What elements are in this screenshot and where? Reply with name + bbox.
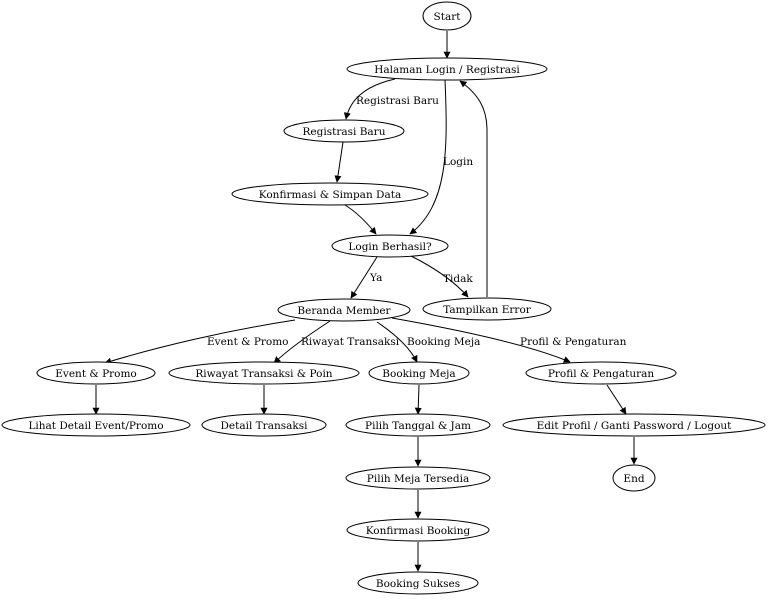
edge-label-tx-history: Riwayat Transaksi — [301, 336, 400, 348]
node-pick-table: Pilih Meja Tersedia — [345, 466, 491, 490]
node-start: Start — [422, 1, 472, 31]
node-login-page: Halaman Login / Registrasi — [346, 57, 548, 81]
edge-label-booking: Booking Meja — [407, 336, 480, 348]
edge-member-home-to-tx-history — [273, 320, 331, 364]
node-booking: Booking Meja — [368, 361, 470, 385]
node-pick-datetime: Pilih Tanggal & Jam — [345, 413, 491, 437]
node-booking-label: Booking Meja — [382, 368, 455, 380]
edge-login-ok-to-show-error — [410, 255, 469, 298]
edge-login-ok-to-member-home — [350, 256, 378, 299]
node-confirm-booking: Konfirmasi Booking — [346, 518, 490, 542]
node-confirm-save-label: Konfirmasi & Simpan Data — [259, 189, 401, 201]
node-tx-history-label: Riwayat Transaksi & Poin — [195, 368, 332, 380]
edge-booking-to-pick-datetime — [414, 384, 422, 415]
edge-label-register: Registrasi Baru — [356, 95, 439, 107]
node-event-promo: Event & Promo — [36, 361, 156, 385]
edge-member-home-to-profile — [391, 317, 571, 363]
node-pick-datetime-label: Pilih Tanggal & Jam — [365, 420, 471, 432]
edge-label-no: Tidak — [443, 273, 473, 285]
edge-login-page-to-login-ok — [409, 79, 447, 235]
edge-member-home-to-booking — [376, 321, 418, 363]
node-register-label: Registrasi Baru — [303, 126, 386, 138]
node-booking-success-label: Booking Sukses — [376, 578, 460, 590]
node-confirm-booking-label: Konfirmasi Booking — [366, 525, 471, 537]
edge-member-home-to-event-promo — [104, 319, 296, 365]
node-end-label: End — [623, 473, 644, 485]
node-edit-profile-label: Edit Profil / Ganti Password / Logout — [537, 420, 733, 432]
edge-profile-to-edit-profile — [606, 384, 627, 415]
node-member-home-label: Beranda Member — [297, 305, 391, 317]
node-confirm-save: Konfirmasi & Simpan Data — [231, 182, 429, 206]
node-start-label: Start — [434, 11, 462, 23]
edge-confirm-save-to-login-ok — [344, 204, 377, 235]
node-tx-detail-label: Detail Transaksi — [221, 420, 309, 432]
edge-label-login: Login — [443, 156, 473, 168]
node-login-ok: Login Berhasil? — [331, 234, 449, 258]
node-edit-profile: Edit Profil / Ganti Password / Logout — [502, 413, 766, 437]
edge-label-event-promo: Event & Promo — [207, 336, 289, 348]
node-event-promo-label: Event & Promo — [55, 368, 137, 380]
node-pick-table-label: Pilih Meja Tersedia — [367, 473, 469, 485]
edge-show-error-to-login-page — [459, 80, 488, 297]
node-register: Registrasi Baru — [283, 119, 405, 143]
edges — [92, 31, 638, 572]
node-event-detail-label: Lihat Detail Event/Promo — [28, 420, 163, 432]
edge-register-to-confirm-save — [334, 141, 344, 183]
node-booking-success: Booking Sukses — [357, 571, 479, 595]
node-tx-detail: Detail Transaksi — [201, 413, 327, 437]
edge-labels: Registrasi Baru Login Ya Tidak Event & P… — [207, 95, 627, 348]
node-member-home: Beranda Member — [277, 298, 411, 322]
edge-label-yes: Ya — [369, 272, 382, 284]
node-show-error: Tampilkan Error — [422, 297, 552, 321]
edge-login-page-to-register — [343, 78, 396, 120]
node-end: End — [612, 464, 656, 492]
node-show-error-label: Tampilkan Error — [443, 304, 532, 316]
node-login-ok-label: Login Berhasil? — [348, 241, 432, 253]
node-tx-history: Riwayat Transaksi & Poin — [168, 361, 360, 385]
edge-label-profile: Profil & Pengaturan — [520, 336, 627, 348]
node-profile-label: Profil & Pengaturan — [548, 368, 655, 380]
node-event-detail: Lihat Detail Event/Promo — [1, 413, 191, 437]
node-profile: Profil & Pengaturan — [525, 361, 677, 385]
node-login-page-label: Halaman Login / Registrasi — [374, 64, 520, 76]
